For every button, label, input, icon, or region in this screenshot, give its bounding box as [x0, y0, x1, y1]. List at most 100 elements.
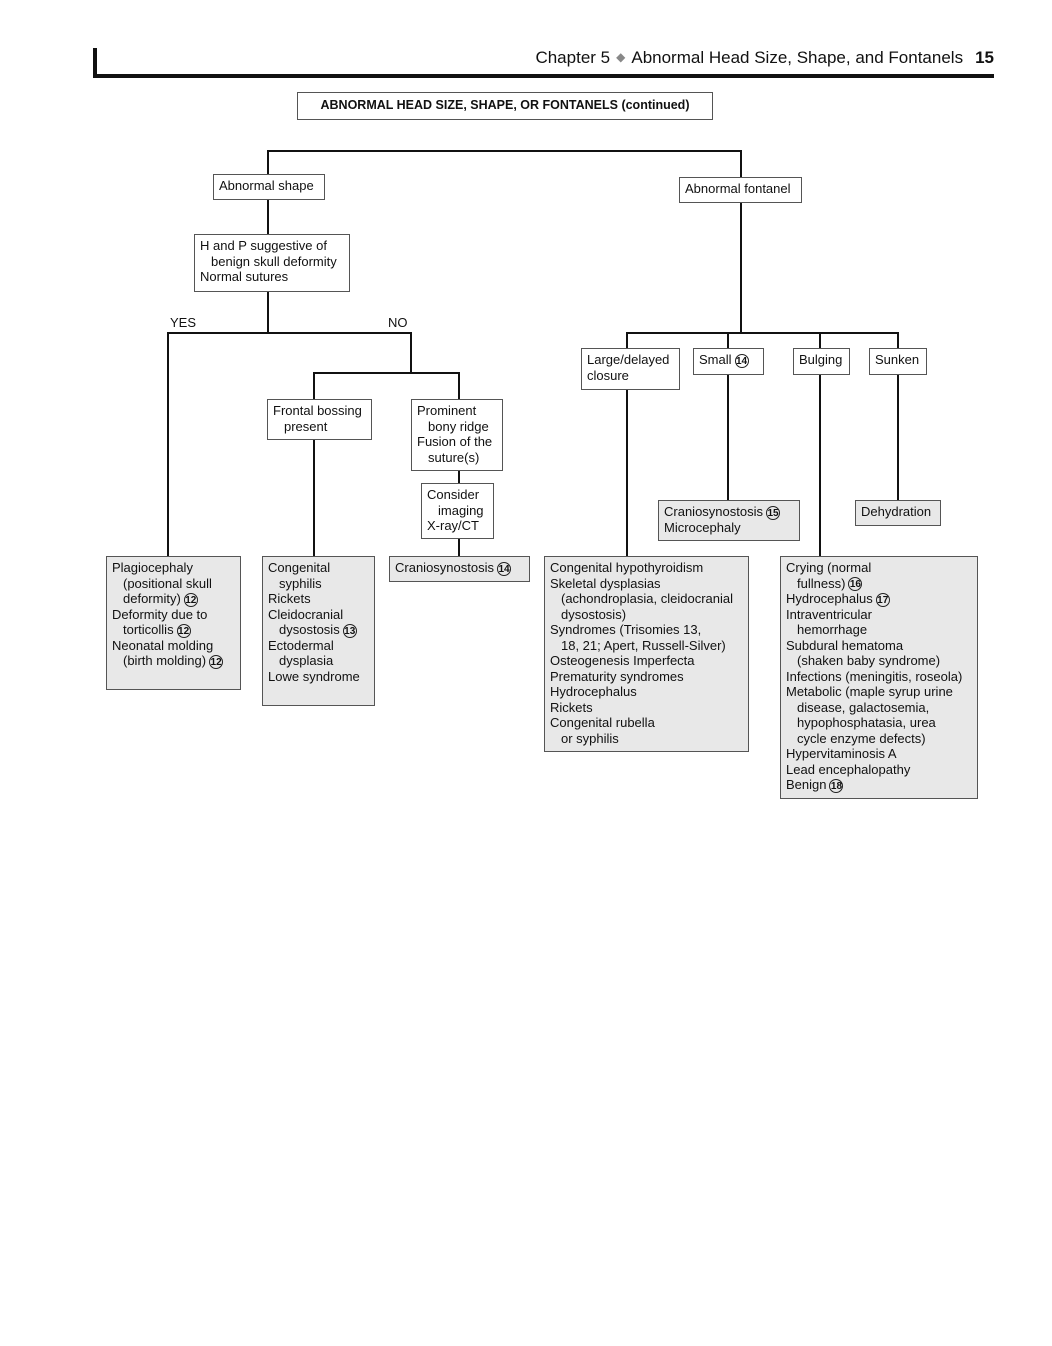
- box-line: Metabolic (maple syrup urine: [786, 684, 972, 700]
- reference-number-icon: 12: [183, 592, 198, 607]
- reference-number-icon: 15: [766, 505, 780, 520]
- box-line: imaging: [427, 503, 488, 519]
- box-line: Congenital hypothyroidism: [550, 560, 743, 576]
- box-line: Cleidocranial: [268, 607, 369, 623]
- box-line: Large/delayed: [587, 352, 674, 368]
- box-line: or syphilis: [550, 731, 743, 747]
- chapter-title: Abnormal Head Size, Shape, and Fontanels: [631, 48, 964, 67]
- box-line: Syndromes (Trisomies 13,: [550, 622, 743, 638]
- box-line: Ectodermal: [268, 638, 369, 654]
- box-line: hemorrhage: [786, 622, 972, 638]
- bulging-box: Bulging: [793, 348, 850, 375]
- box-line-text: Ectodermal: [268, 637, 334, 653]
- no-label: NO: [388, 315, 408, 330]
- box-line: closure: [587, 368, 674, 384]
- box-line: Lead encephalopathy: [786, 762, 972, 778]
- reference-number-icon: 14: [497, 561, 511, 576]
- box-line-text: Deformity due to: [112, 606, 208, 622]
- box-line-text: Large/delayed: [587, 352, 670, 367]
- reference-number-icon: 17: [875, 592, 890, 607]
- box-line-text: dysplasia: [279, 653, 334, 669]
- box-line: bony ridge: [417, 419, 497, 435]
- box-line-text: or syphilis: [561, 730, 619, 746]
- box-line: syphilis: [268, 576, 369, 592]
- box-line-text: Prematurity syndromes: [550, 668, 684, 684]
- box-line-text: (achondroplasia, cleidocranial: [561, 591, 733, 606]
- box-line-text: fullness): [797, 575, 846, 591]
- box-line-text: Small: [699, 352, 732, 367]
- box-line-text: bony ridge: [428, 418, 489, 434]
- box-line-text: Infections (meningitis, roseola): [786, 668, 963, 684]
- box-line-text: dysostosis: [279, 622, 340, 637]
- box-line: dysostosis): [550, 607, 743, 623]
- box-line: suture(s): [417, 450, 497, 466]
- box-line: Prematurity syndromes: [550, 669, 743, 685]
- box-line-text: Crying (normal: [786, 560, 872, 575]
- box-line-text: benign skull deformity: [211, 253, 337, 269]
- box-line-text: Congenital rubella: [550, 715, 655, 730]
- header-text: Chapter 5◆Abnormal Head Size, Shape, and…: [535, 48, 994, 68]
- box-line: fullness)16: [786, 576, 972, 592]
- reference-number-icon: 18: [829, 778, 844, 793]
- abnormal-fontanel-text: Abnormal fontanel: [685, 181, 791, 196]
- box-line: Infections (meningitis, roseola): [786, 669, 972, 685]
- box-line-text: Osteogenesis Imperfecta: [550, 653, 695, 668]
- box-line: H and P suggestive of: [200, 238, 344, 254]
- abnormal-fontanel-box: Abnormal fontanel: [679, 177, 802, 203]
- box-line: Sunken: [875, 352, 921, 368]
- box-line-text: (birth molding): [123, 653, 207, 669]
- box-line-text: H and P suggestive of: [200, 238, 327, 253]
- box-line: Hypervitaminosis A: [786, 746, 972, 762]
- box-line-text: syphilis: [279, 575, 322, 591]
- box-line-text: present: [284, 418, 328, 434]
- box-line-text: Syndromes (Trisomies 13,: [550, 622, 702, 637]
- box-line-text: Craniosynostosis: [395, 560, 494, 575]
- box-line: Deformity due to: [112, 607, 235, 623]
- box-line-text: hemorrhage: [797, 622, 868, 638]
- box-line-text: dysostosis): [561, 606, 627, 622]
- box-line-text: Congenital: [268, 560, 331, 575]
- box-line: Consider: [427, 487, 488, 503]
- box-line: Bulging: [799, 352, 844, 368]
- box-line-text: Sunken: [875, 352, 920, 367]
- box-line-text: Prominent: [417, 403, 477, 418]
- box-line: Rickets: [550, 700, 743, 716]
- abnormal-shape-box: Abnormal shape: [213, 174, 325, 200]
- box-line: Congenital: [268, 560, 369, 576]
- sunken-box: Sunken: [869, 348, 927, 375]
- box-line: Lowe syndrome: [268, 669, 369, 685]
- box-line: 18, 21; Apert, Russell-Silver): [550, 638, 743, 654]
- box-line: Intraventricular: [786, 607, 972, 623]
- box-line-text: Plagiocephaly: [112, 560, 193, 575]
- reference-number-icon: 12: [209, 654, 224, 669]
- box-line-text: Hydrocephalus: [786, 591, 873, 607]
- box-line-text: Skeletal dysplasias: [550, 575, 661, 591]
- box-line-text: Intraventricular: [786, 606, 872, 622]
- reference-number-icon: 14: [734, 353, 749, 368]
- box-line: Fusion of the: [417, 434, 497, 450]
- box-line-text: Frontal bossing: [273, 403, 362, 418]
- box-line: disease, galactosemia,: [786, 700, 972, 716]
- box-line: Neonatal molding: [112, 638, 235, 654]
- box-line-text: Neonatal molding: [112, 637, 214, 653]
- box-line: (shaken baby syndrome): [786, 653, 972, 669]
- box-line-text: Benign: [786, 777, 827, 793]
- box-line-text: Bulging: [799, 352, 843, 367]
- dehydration-box: Dehydration: [855, 500, 941, 526]
- box-line-text: Craniosynostosis: [664, 504, 763, 519]
- box-line-text: Hydrocephalus: [550, 684, 637, 699]
- box-line-text: Fusion of the: [417, 434, 493, 449]
